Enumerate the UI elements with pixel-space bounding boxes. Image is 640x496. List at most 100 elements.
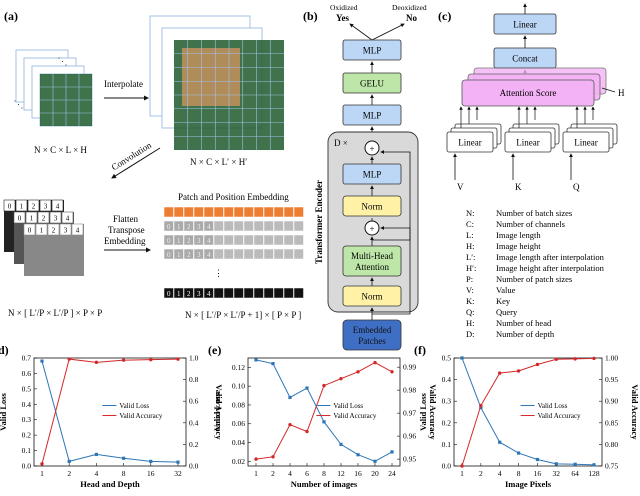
tick-label-right: 0.2 [189, 440, 199, 449]
tick-label-right: 0.90 [605, 397, 618, 406]
panel-b-label: (b) [303, 9, 318, 23]
tick-label-left: 0.3 [442, 397, 452, 406]
tick-label-left: 0.12 [232, 363, 245, 372]
embedding-cell [273, 220, 284, 232]
attention-score-label: Attention Score [500, 88, 557, 98]
tick-label-right: 1.0 [189, 354, 199, 363]
encoder-label: Transformer Encoder [314, 180, 324, 264]
tick-label-right: 0.99 [403, 363, 416, 372]
data-point [479, 406, 483, 410]
embedding-cell [193, 287, 204, 299]
embedding-cell [263, 287, 274, 299]
data-point [271, 362, 275, 366]
data-point [479, 403, 483, 408]
embedding-row-dots: ⋮ [214, 268, 223, 278]
tick-label-left: 0.04 [232, 438, 245, 447]
patch-cell-number: 0 [28, 227, 32, 235]
tick-label-right: 0.97 [403, 409, 416, 418]
embedding-cell-number: 1 [177, 237, 181, 245]
linear-label: Linear [574, 138, 597, 148]
definition-desc: Number of head [496, 318, 552, 328]
definition-key: V: [466, 285, 474, 295]
tick-label-right: 0.96 [403, 432, 416, 441]
tick-label-right: 1.00 [605, 354, 618, 363]
patch-cell [15, 199, 28, 212]
embedding-cell [243, 287, 254, 299]
flatten-label: Flatten [113, 214, 138, 224]
patch-title: Patch and Position Embedding [178, 192, 289, 202]
head-count-label: H [618, 88, 625, 98]
embedding-cell-number: 1 [177, 290, 181, 298]
tick-label-x: 16 [147, 469, 155, 478]
embedding-cell-number: 2 [187, 237, 191, 245]
data-point [390, 370, 394, 374]
mlp-head-label: MLP [363, 46, 382, 56]
data-point [592, 463, 596, 467]
tick-label-left: 0.4 [22, 400, 32, 409]
embedding-cell-number: 1 [177, 223, 181, 231]
mha-label-1: Multi-Head [351, 251, 393, 261]
embedding-cell [233, 206, 244, 218]
tick-label-x: 16 [534, 469, 542, 478]
legend-entry: Valid Loss [119, 402, 149, 410]
embedding-cell [183, 287, 194, 299]
tick-label-left: 0.2 [22, 431, 32, 440]
embedding-cell [263, 234, 274, 246]
residual-add-bottom-sign: + [369, 224, 374, 234]
tick-label-x: 2 [271, 469, 275, 478]
embedding-cell [273, 234, 284, 246]
embedding-cell [223, 206, 234, 218]
patch-cell-number: 3 [44, 203, 48, 211]
linear-label: Linear [458, 138, 481, 148]
data-point [356, 370, 360, 374]
embedding-cell [203, 248, 214, 260]
patch-cell [23, 223, 36, 236]
embedding-cell [203, 206, 214, 218]
patch-cell [13, 211, 26, 224]
data-point [254, 457, 258, 461]
tick-label-left: 0.10 [232, 382, 245, 391]
definition-desc: Image length [496, 230, 541, 240]
tick-label-left: 0.2 [442, 418, 452, 427]
data-point [288, 422, 292, 427]
data-point [535, 457, 540, 462]
embedding-cell [253, 287, 264, 299]
data-point [149, 357, 153, 362]
embedding-cell [283, 287, 294, 299]
residual-add-top [364, 140, 380, 156]
legend-entry: Valid Loss [538, 402, 568, 410]
v-label: V [457, 182, 464, 192]
dim-embed-label: N × [ L′/P × L′/P + 1] × [ P × P ] [185, 310, 301, 320]
residual-add-bottom [364, 220, 380, 236]
embedding-cell [283, 206, 294, 218]
panel-a-label: (a) [4, 9, 18, 23]
data-point [356, 453, 360, 457]
definition-desc: Query [496, 307, 518, 317]
tick-label-left: 0.08 [232, 400, 245, 409]
patch-cell [3, 199, 16, 212]
patch-cell-number: 3 [64, 227, 68, 235]
series-line [41, 360, 179, 463]
tick-label-x: 128 [588, 469, 600, 478]
patch-cell [37, 211, 50, 224]
embedding-cell [243, 220, 254, 232]
tick-label-left: 0.06 [232, 419, 245, 428]
embedding-cell [283, 220, 294, 232]
tick-label-left: 0.02 [232, 457, 245, 466]
tick-label-x: 8 [322, 469, 326, 478]
panel-b: (b) Oxidized Deoxidized Yes No MLP GELU … [303, 3, 427, 351]
tick-label-x: 4 [288, 469, 292, 478]
embedding-cell-number: 0 [167, 223, 171, 231]
embedding-cell [173, 206, 184, 218]
tick-label-left: 0.5 [442, 354, 452, 363]
mha-box [342, 245, 402, 277]
embedding-cell-number: 4 [207, 290, 211, 298]
embedding-cell [213, 248, 224, 260]
patch-cell [59, 223, 72, 236]
definition-key: C: [466, 219, 474, 229]
panel-c: (c) Linear Concat Attention Score H Line… [438, 3, 625, 192]
tick-label-left: 0.4 [442, 375, 452, 384]
embedding-cell-number: 0 [167, 237, 171, 245]
